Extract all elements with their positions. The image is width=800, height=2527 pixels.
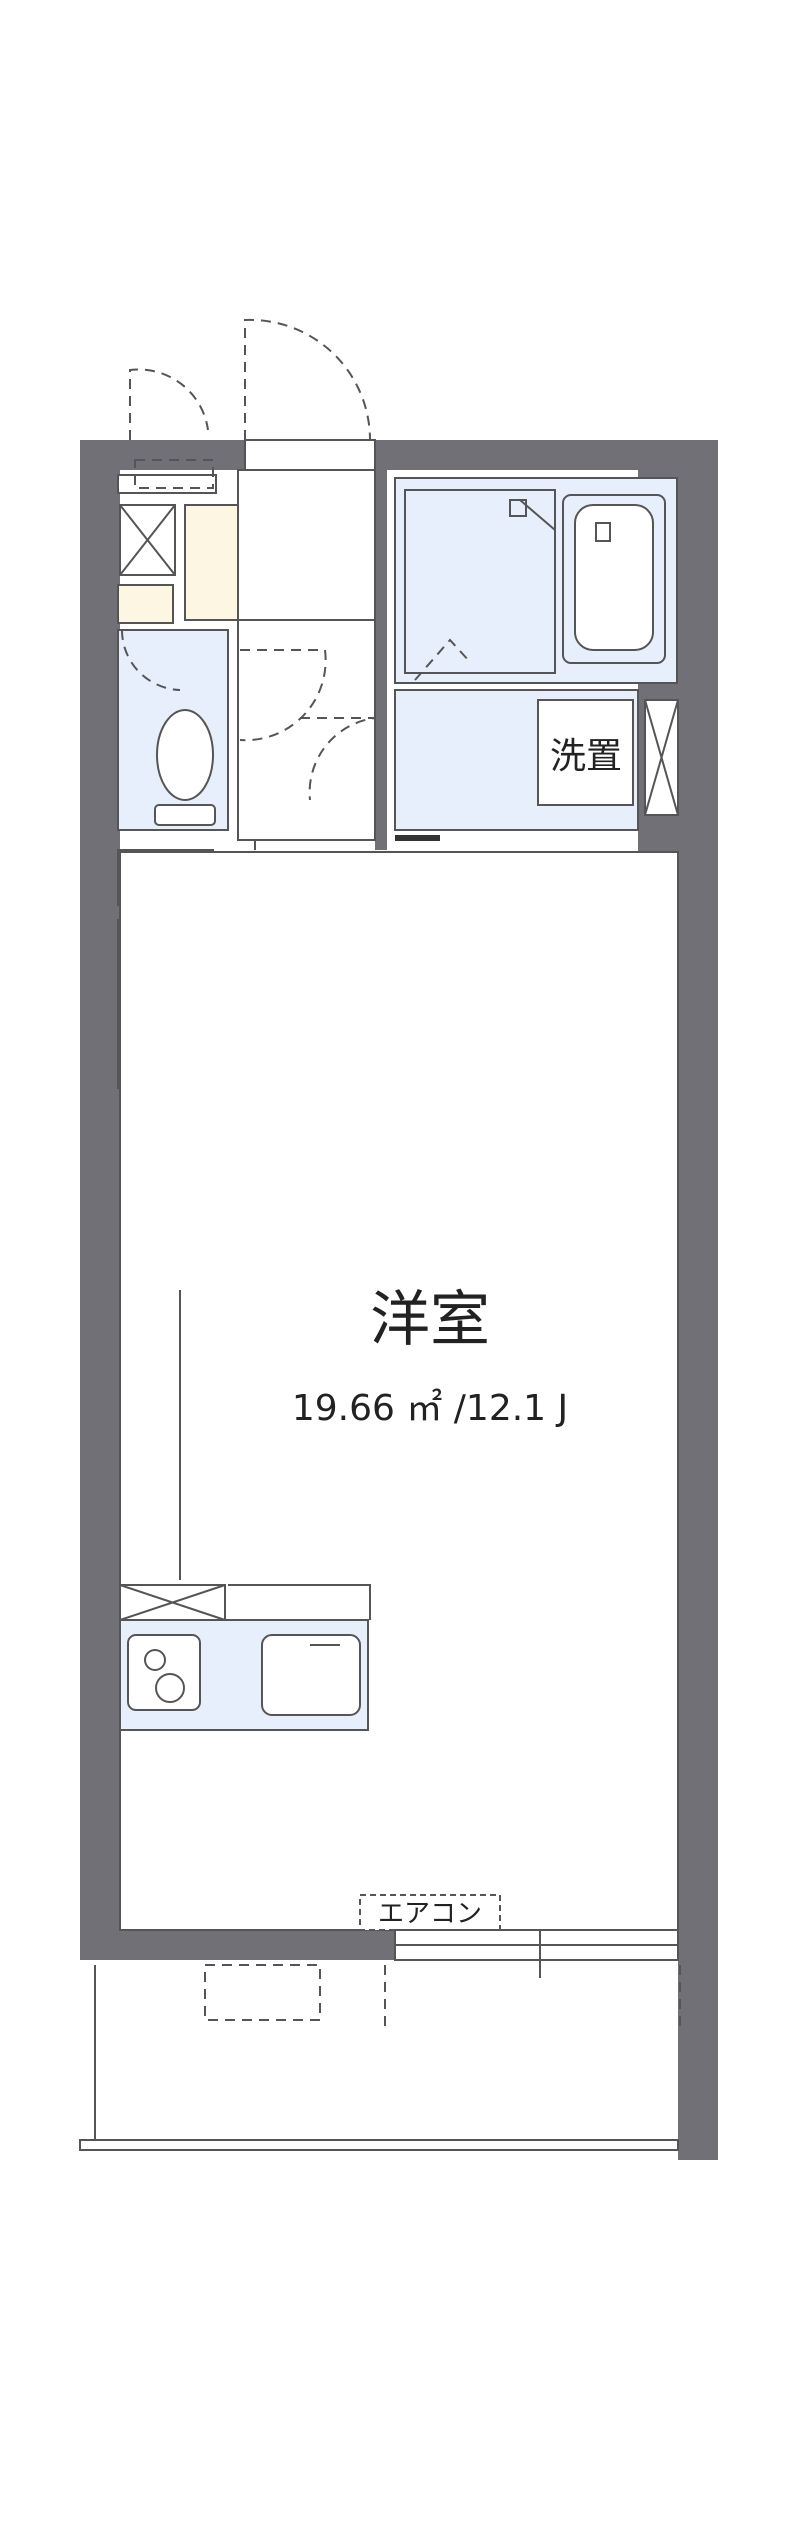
aircon-label: エアコン <box>378 1899 482 1929</box>
laundry-label: 洗置 <box>550 736 622 777</box>
sink-icon <box>261 1634 361 1716</box>
bathroom <box>394 477 678 684</box>
outer-walls <box>80 440 718 2160</box>
room-name: 洋室 <box>370 1285 490 1355</box>
entrance-doors <box>117 318 376 494</box>
shoe-cabinet <box>184 504 241 621</box>
toilet-icon <box>156 709 214 801</box>
room-area: 19.66 ㎡ /12.1 J <box>292 1387 568 1429</box>
hallway <box>237 469 376 841</box>
kitchen <box>119 1584 371 1731</box>
stove-icon <box>127 1634 201 1711</box>
main-room: 洋室 19.66 ㎡ /12.1 J <box>119 851 679 1931</box>
toilet-room <box>117 584 229 831</box>
bathtub-icon <box>574 504 654 651</box>
washroom: 洗置 <box>394 689 679 841</box>
aircon-unit: エアコン <box>359 1894 501 1931</box>
balcony <box>79 1929 681 2151</box>
